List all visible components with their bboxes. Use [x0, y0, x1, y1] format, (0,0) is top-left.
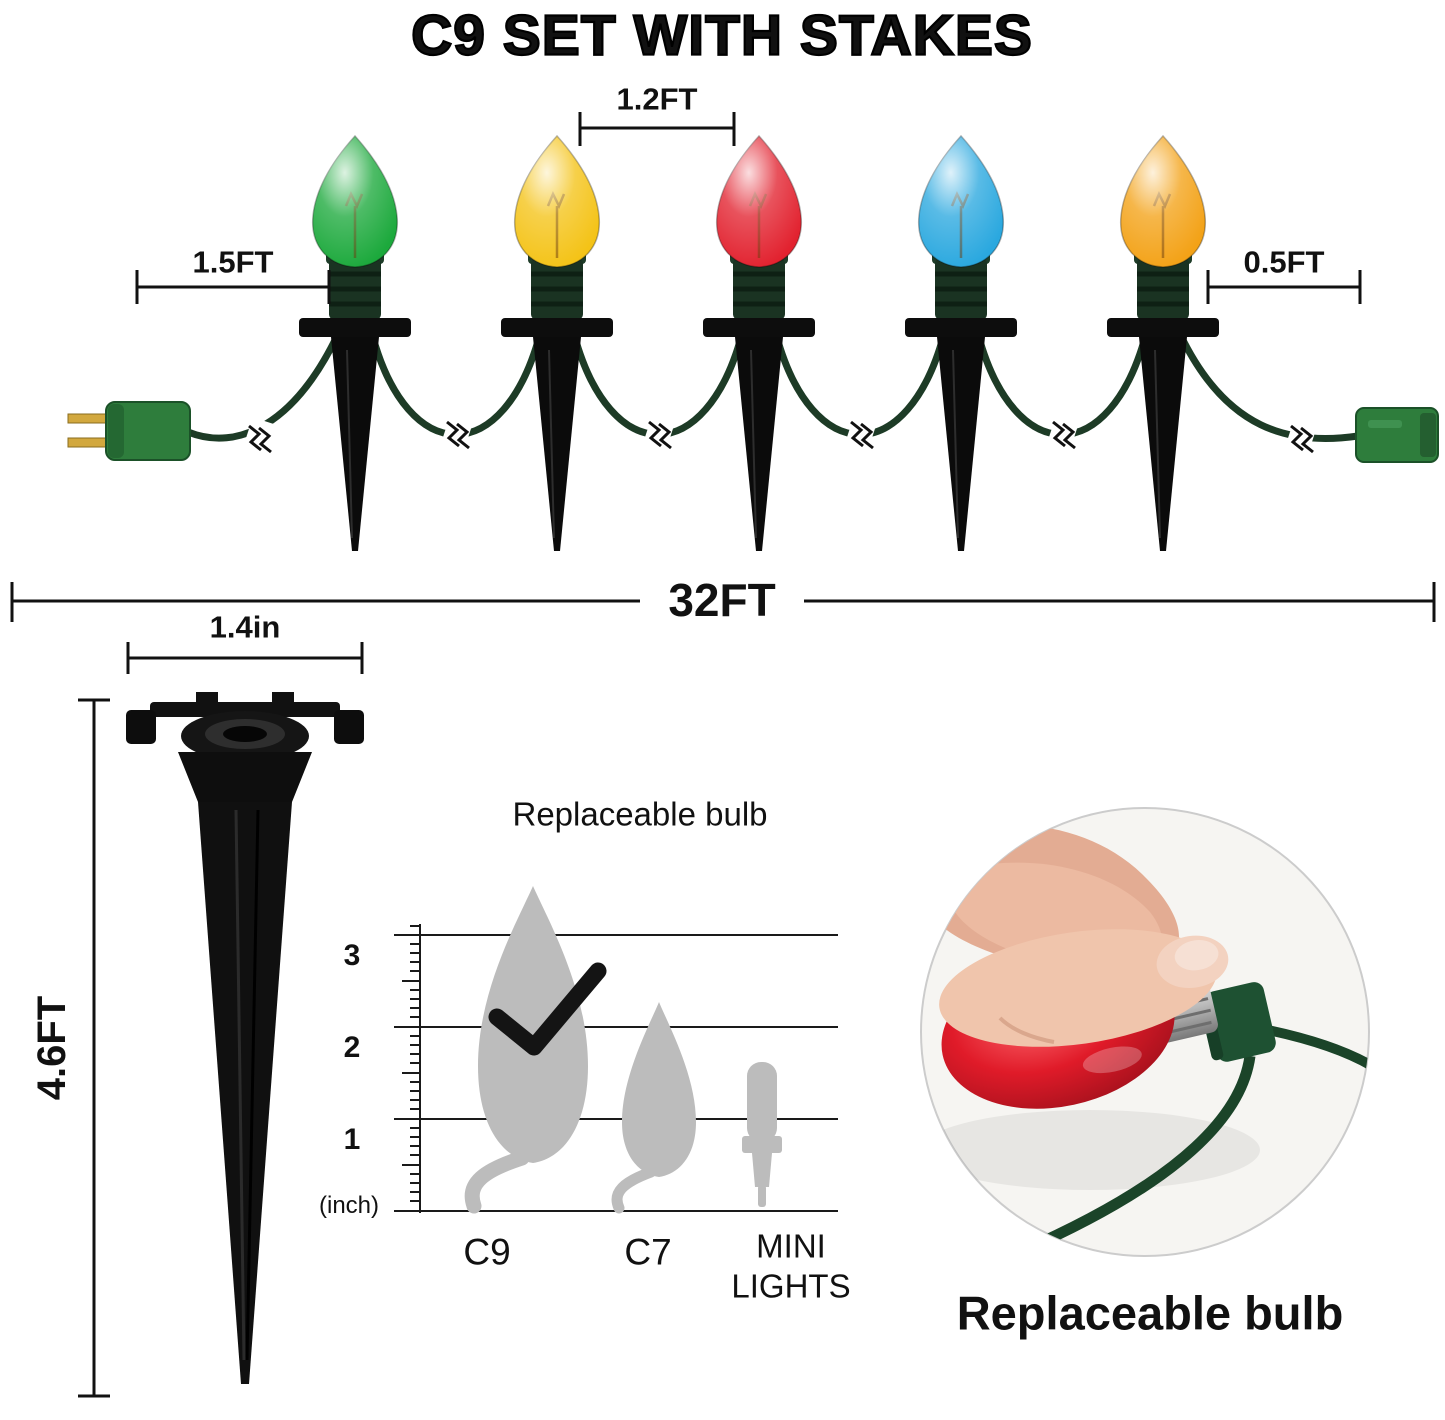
photo-hand: [921, 824, 1229, 1047]
stake-closeup: [126, 692, 364, 1384]
ruler-major-ticks: [394, 934, 420, 1212]
ruler-mark-2: 2: [343, 1031, 361, 1064]
photo-caption: Replaceable bulb: [956, 1286, 1344, 1340]
c7-silhouette: [611, 1002, 696, 1214]
dimension-lines: [10, 112, 1436, 1398]
bulb-type-mini-label: MINI LIGHTS: [731, 1227, 851, 1304]
ruler-mark-3: 3: [343, 939, 361, 972]
ruler-half-ticks: [402, 980, 420, 1166]
checkmark-icon: [488, 962, 607, 1056]
mini-light-silhouette: [742, 1062, 782, 1207]
size-chart: [394, 886, 838, 1214]
bulb-type-c9-label: C9: [463, 1231, 511, 1273]
c9-bulbs: [311, 135, 1207, 268]
bulb-type-c7-label: C7: [624, 1231, 672, 1273]
stake-height-label: 4.6FT: [30, 995, 74, 1101]
replaceable-bulb-photo: [920, 807, 1370, 1257]
photo-wire-right: [1266, 1025, 1369, 1071]
end-connector: [1355, 407, 1439, 463]
bulb-spacing-label: 1.2FT: [616, 81, 698, 117]
photo-wire-left: [1017, 1055, 1256, 1256]
power-plug: [67, 401, 191, 461]
size-chart-heading: Replaceable bulb: [512, 795, 768, 833]
plug-lead-label: 1.5FT: [192, 244, 274, 280]
ruler-mark-1: 1: [343, 1123, 361, 1156]
ruler-minor-ticks: [410, 925, 420, 1202]
total-length-label: 32FT: [656, 577, 788, 623]
ruler-unit-label: (inch): [318, 1192, 380, 1219]
stake-width-label: 1.4in: [209, 609, 281, 645]
light-stakes: [299, 252, 1219, 551]
page-title: C9 SET WITH STAKES: [410, 3, 1033, 68]
tail-lead-label: 0.5FT: [1243, 244, 1325, 280]
c9-silhouette: [464, 886, 588, 1214]
